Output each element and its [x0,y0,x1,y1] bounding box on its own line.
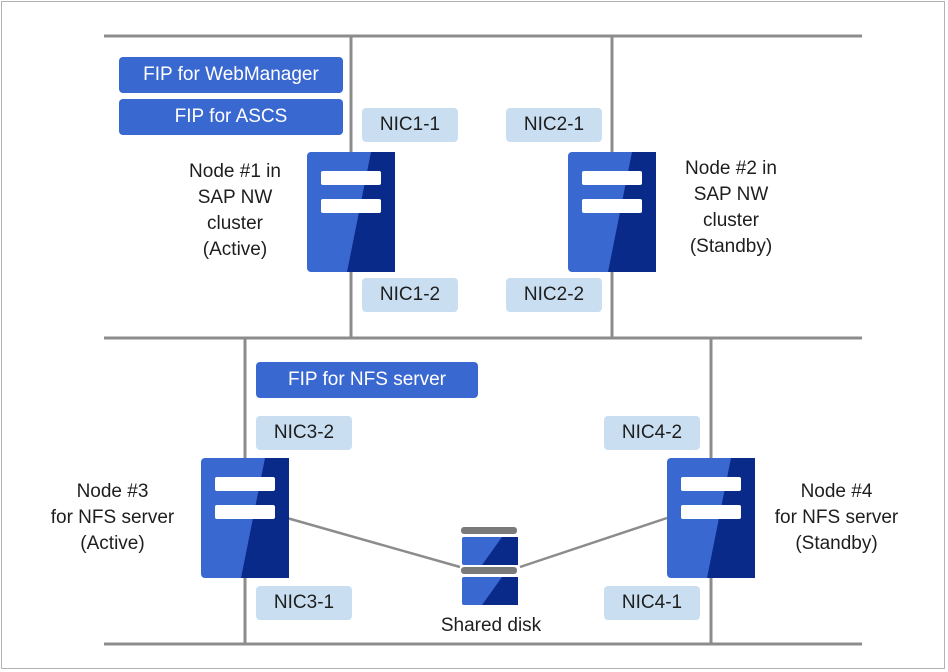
node4-label-line3: (Standby) [795,533,878,554]
nic1-1-box: NIC1-1 [362,108,458,142]
nic1-2-box: NIC1-2 [362,278,458,312]
nic4-2-box: NIC4-2 [604,416,700,450]
node3-label-line1: Node #3 [76,481,149,502]
fip-nfs-box: FIP for NFS server [256,362,478,398]
node3-label-line2: for NFS server [50,507,175,528]
node2-server-icon [568,152,656,272]
node2-label-line4: (Standby) [689,236,773,257]
node1-server-icon [307,152,395,272]
node4-label-line2: for NFS server [774,507,899,528]
node4-disk-line [519,516,668,569]
node2-label-line2: SAP NW [693,184,769,205]
node2-label: Node #2 in SAP NW cluster (Standby) [656,156,806,260]
node1-label-line3: cluster [207,213,263,234]
node1-label: Node #1 in SAP NW cluster (Active) [160,159,310,263]
node3-label-line3: (Active) [80,533,145,554]
node1-label-line4: (Active) [202,239,268,260]
fip-webmanager-box: FIP for WebManager [119,57,343,93]
node3-server-icon [201,458,289,578]
node1-label-line1: Node #1 in [189,161,281,182]
nic2-1-box: NIC2-1 [506,108,602,142]
node1-label-line2: SAP NW [197,187,273,208]
fip-ascs-box: FIP for ASCS [119,99,343,135]
shared-disk-icon [461,527,518,605]
nic3-2-box: NIC3-2 [256,416,352,450]
shared-disk-label: Shared disk [440,615,542,636]
nic4-1-box: NIC4-1 [604,586,700,620]
node2-label-line1: Node #2 in [685,158,777,179]
node2-label-line3: cluster [703,210,759,231]
node4-label-line1: Node #4 [800,481,873,502]
nic2-2-box: NIC2-2 [506,278,602,312]
node3-disk-line [286,516,461,569]
node3-label: Node #3 for NFS server (Active) [30,479,195,557]
node4-server-icon [667,458,755,578]
nic3-1-box: NIC3-1 [256,586,352,620]
node4-label: Node #4 for NFS server (Standby) [754,479,919,557]
